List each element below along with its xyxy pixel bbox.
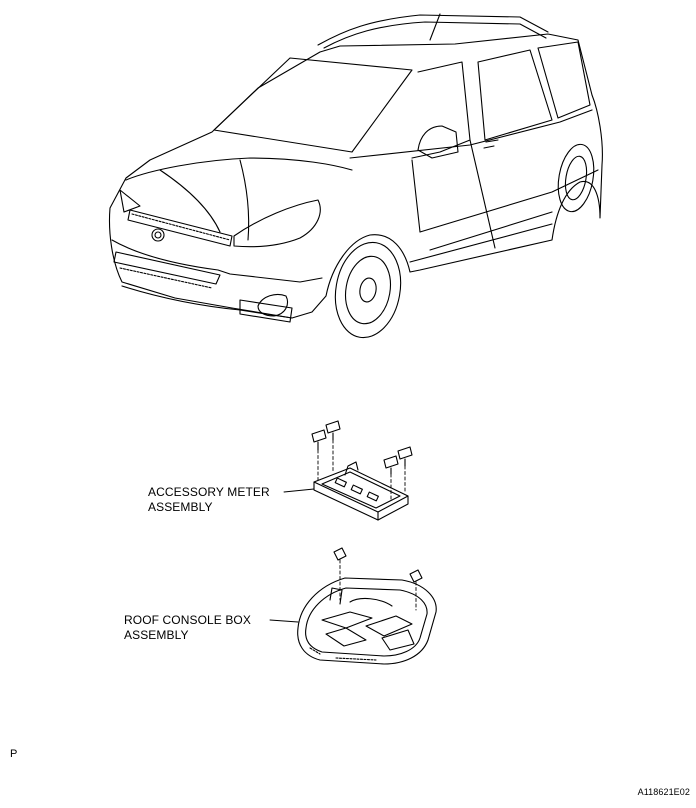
bolt-group [311, 420, 413, 475]
accessory-meter-illustration [283, 420, 413, 521]
minivan-illustration [109, 13, 603, 339]
corner-mark: P [10, 748, 18, 760]
accessory-meter-label-line2: ASSEMBLY [148, 500, 213, 514]
roof-console-box-assembly-label: ROOF CONSOLE BOX ASSEMBLY [124, 613, 251, 643]
accessory-meter-assembly-label: ACCESSORY METER ASSEMBLY [148, 485, 270, 515]
accessory-meter-label-line1: ACCESSORY METER [148, 485, 270, 499]
roof-console-label-line2: ASSEMBLY [124, 628, 189, 642]
roof-console-label-line1: ROOF CONSOLE BOX [124, 613, 251, 627]
figure-code: A118621E02 [637, 787, 690, 797]
roof-console-illustration [269, 547, 437, 665]
